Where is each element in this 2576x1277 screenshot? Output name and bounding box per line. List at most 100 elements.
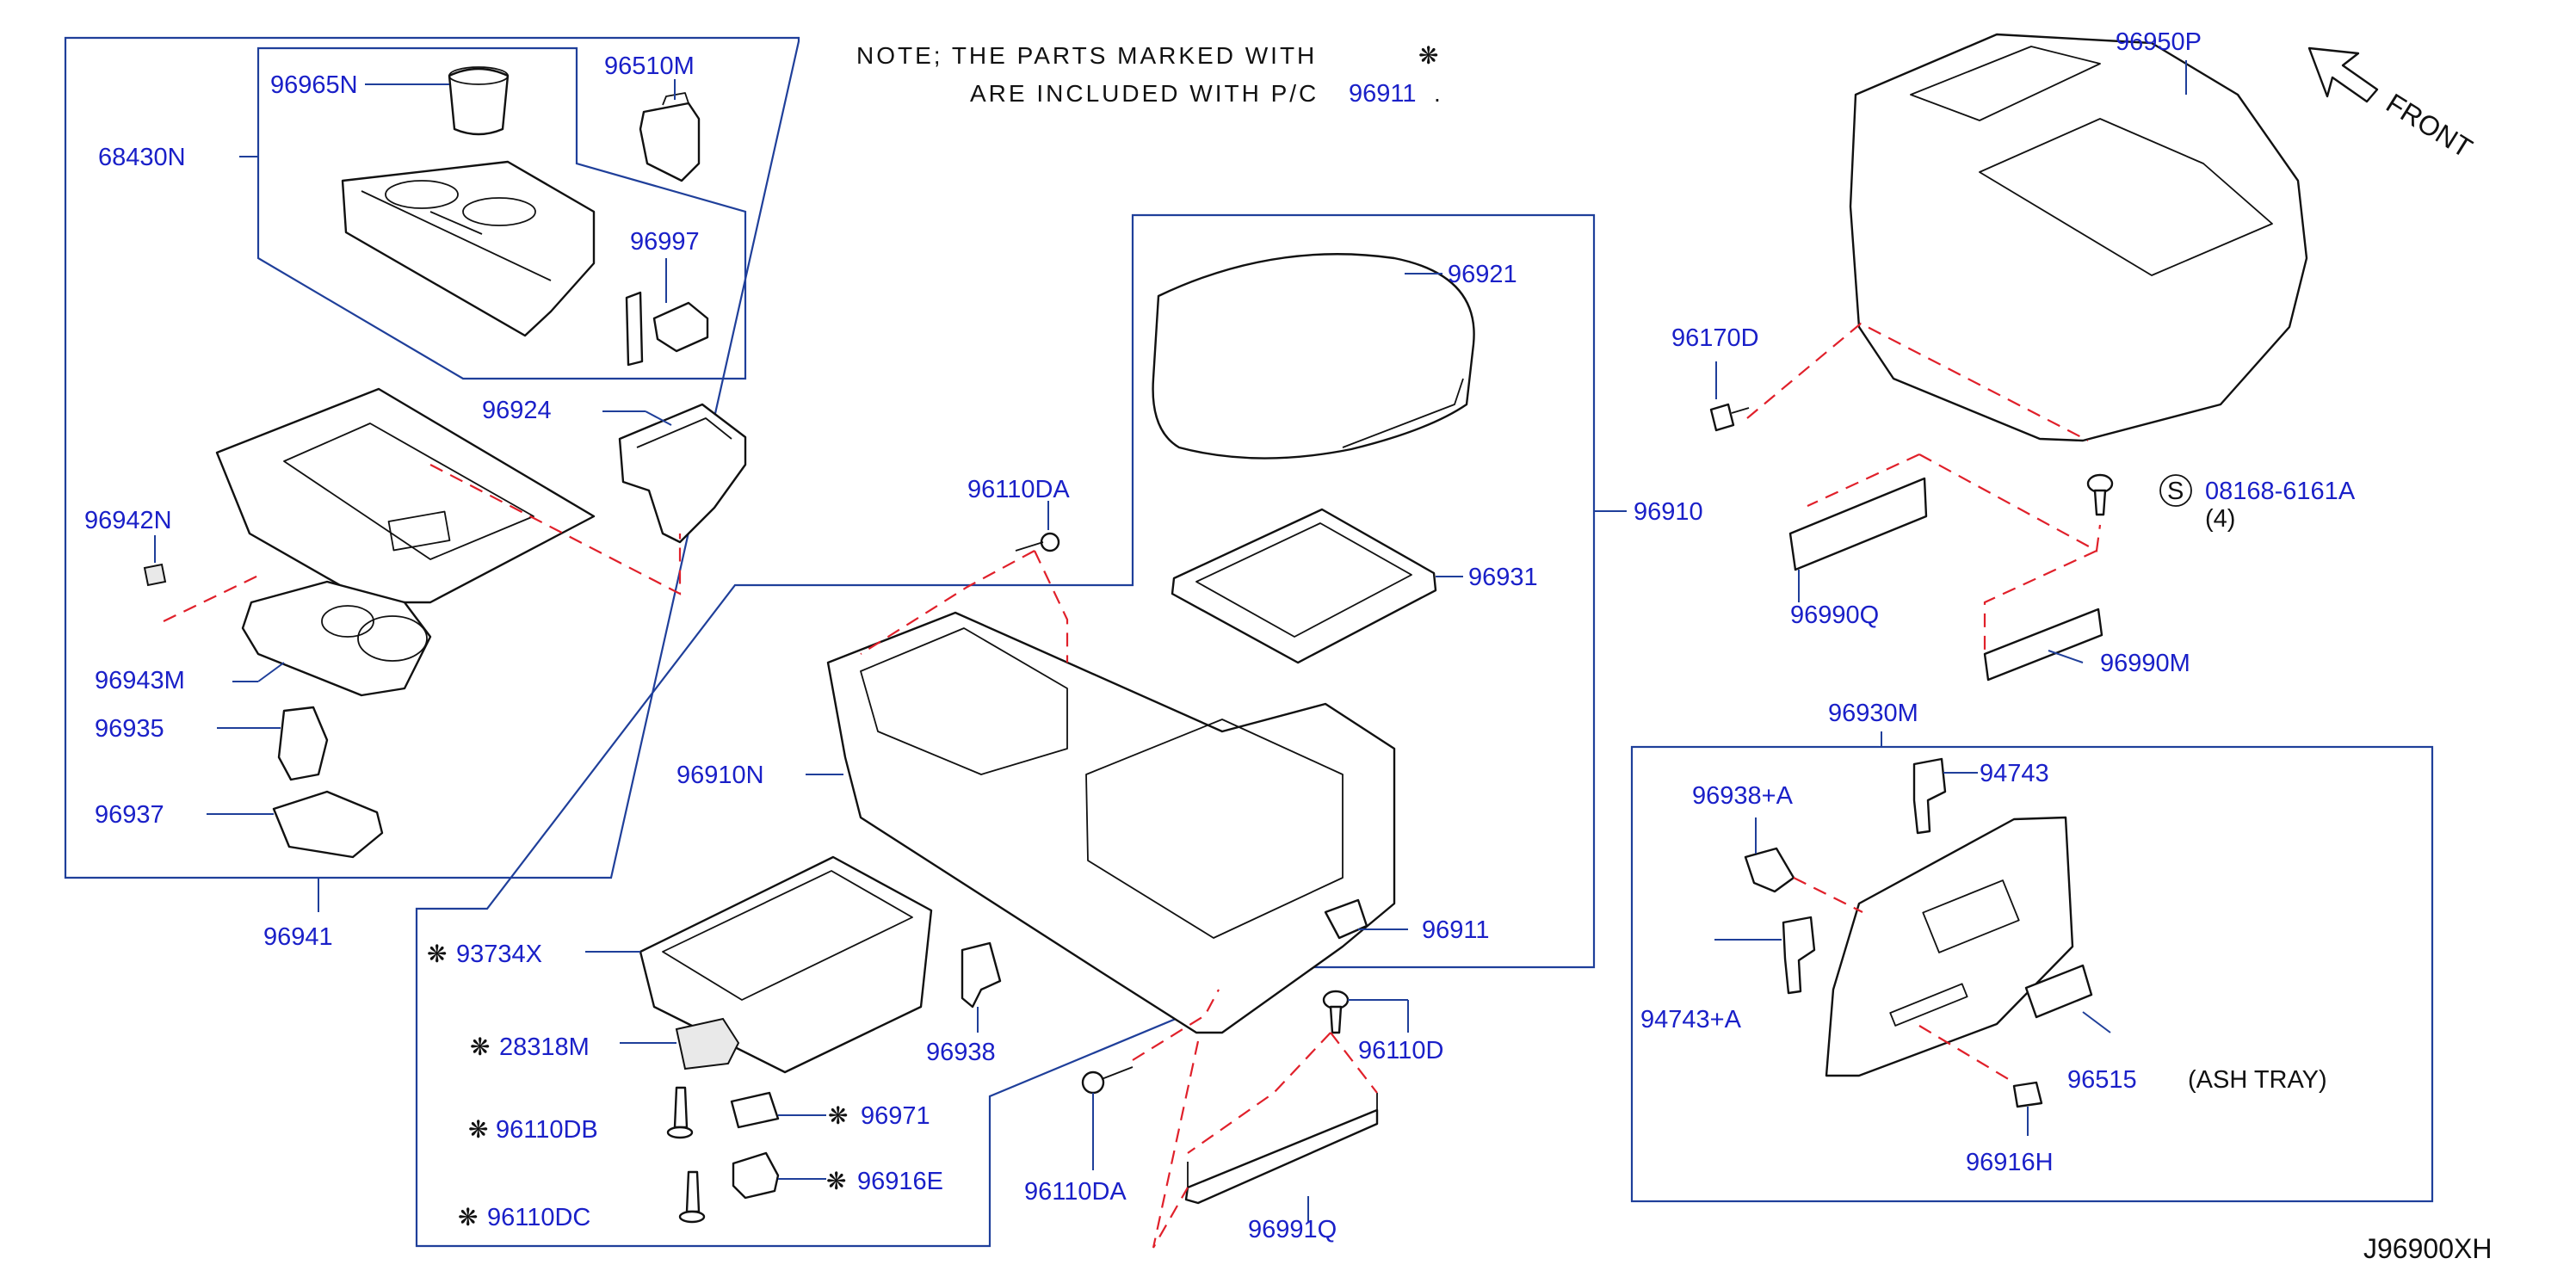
clip-94743[interactable]	[1912, 757, 1947, 835]
label-96910[interactable]: 96910	[1634, 498, 1703, 526]
label-96910N[interactable]: 96910N	[676, 762, 764, 789]
leader-96943Mb	[257, 662, 285, 682]
leader-96515	[2082, 1011, 2111, 1033]
note-block: NOTE; THE PARTS MARKED WITH ❋ ARE INCLUD…	[856, 41, 1443, 108]
label-96515[interactable]: 96515	[2067, 1066, 2137, 1094]
cover-96916E[interactable]	[732, 1151, 780, 1200]
label-96991Q[interactable]: 96991Q	[1248, 1216, 1337, 1243]
switch-96971[interactable]	[730, 1091, 780, 1129]
label-96935[interactable]: 96935	[95, 715, 164, 743]
screw-96110DA-bottom[interactable]	[1081, 1066, 1134, 1095]
label-96938A[interactable]: 96938+A	[1692, 782, 1794, 810]
leader-96990M	[2048, 650, 2084, 663]
screw-96110DA-top[interactable]	[1015, 532, 1060, 552]
label-96997[interactable]: 96997	[630, 228, 700, 256]
label-96110DA-top[interactable]: 96110DA	[967, 476, 1070, 503]
label-96916H[interactable]: 96916H	[1966, 1149, 2054, 1176]
boot-96935[interactable]	[277, 706, 329, 781]
cup-holder-96965N[interactable]	[448, 66, 510, 136]
box-96924[interactable]	[618, 403, 747, 544]
frame-68430N	[256, 46, 747, 380]
frame-96931[interactable]	[1171, 508, 1437, 664]
label-96916E[interactable]: 96916E	[857, 1168, 943, 1195]
screw-96110DB[interactable]	[666, 1086, 694, 1139]
label-96971[interactable]: 96971	[861, 1102, 930, 1130]
tray-insert[interactable]	[341, 160, 596, 337]
phantom-lines-right-bottom	[1793, 877, 2015, 1083]
label-96950P[interactable]: 96950P	[2116, 28, 2202, 56]
phantom-lines-center	[860, 550, 1378, 1249]
switch-96997[interactable]	[625, 291, 709, 367]
armrest-96950P[interactable]	[1849, 33, 2308, 442]
console-body-96910N[interactable]	[826, 611, 1396, 1034]
upper-panel[interactable]	[215, 387, 596, 604]
bracket-96990Q[interactable]	[1788, 477, 1928, 571]
ash-tray-note: (ASH TRAY)	[2188, 1066, 2327, 1094]
screw-96110DC[interactable]	[678, 1170, 706, 1224]
label-96965N[interactable]: 96965N	[270, 71, 358, 99]
label-96510M[interactable]: 96510M	[604, 52, 695, 80]
bracket-96911[interactable]	[1324, 898, 1368, 940]
label-96921[interactable]: 96921	[1448, 261, 1517, 288]
mark-93734X: ❋	[427, 940, 447, 968]
note-line-1: NOTE; THE PARTS MARKED WITH	[856, 42, 1317, 69]
bracket-96991Q[interactable]	[1184, 1093, 1379, 1205]
label-68430N[interactable]: 68430N	[98, 144, 186, 171]
label-96941[interactable]: 96941	[263, 923, 333, 951]
label-96938[interactable]: 96938	[926, 1039, 996, 1066]
label-96931[interactable]: 96931	[1468, 564, 1538, 591]
finisher-rear[interactable]	[1825, 816, 2074, 1077]
clip-96170D[interactable]	[1709, 403, 1750, 432]
label-96110DA-bottom[interactable]: 96110DA	[1024, 1178, 1127, 1206]
label-96110DB[interactable]: 96110DB	[496, 1116, 598, 1144]
bracket-96510M[interactable]	[639, 92, 701, 182]
clip-96942N[interactable]	[143, 563, 167, 587]
note-part-number[interactable]: 96911	[1349, 80, 1417, 108]
frame-96910	[415, 213, 1596, 1248]
diagram-reference-number: J96900XH	[2363, 1233, 2492, 1264]
label-96990Q[interactable]: 96990Q	[1790, 601, 1879, 629]
bolt-96110D[interactable]	[1322, 990, 1350, 1034]
label-96930M[interactable]: 96930M	[1828, 700, 1918, 727]
label-96943M[interactable]: 96943M	[95, 667, 185, 694]
quantity-08168-6161A: (4)	[2205, 505, 2235, 533]
bolt-08168-6161A[interactable]	[2086, 473, 2114, 516]
part-labels: 68430N 96965N 96510M 96997 96924 96942N …	[84, 28, 2356, 1243]
label-94743[interactable]: 94743	[1980, 760, 2049, 787]
finisher-96943M[interactable]	[241, 580, 432, 697]
bin-93734X[interactable]	[639, 855, 933, 1074]
phantom-lines-left	[163, 464, 682, 622]
finisher-96937[interactable]	[272, 790, 384, 859]
label-94743A[interactable]: 94743+A	[1640, 1006, 1742, 1033]
label-96170D[interactable]: 96170D	[1671, 324, 1759, 352]
clip-96938[interactable]	[961, 941, 1002, 1009]
note-period: .	[1434, 80, 1443, 107]
frame-96930M	[1630, 745, 2434, 1203]
bracket-96990M[interactable]	[1983, 608, 2103, 682]
mark-28318M: ❋	[470, 1033, 490, 1061]
note-mark: ❋	[1418, 41, 1438, 70]
label-96937[interactable]: 96937	[95, 801, 164, 829]
label-08168-6161A[interactable]: 08168-6161A	[2205, 478, 2356, 505]
connector-28318M[interactable]	[675, 1017, 740, 1070]
label-96942N[interactable]: 96942N	[84, 507, 172, 534]
mark-96916E: ❋	[826, 1167, 846, 1195]
label-96924[interactable]: 96924	[482, 397, 552, 424]
clip-94743A[interactable]	[1782, 916, 1816, 995]
label-96990M[interactable]: 96990M	[2100, 650, 2190, 677]
label-93734X[interactable]: 93734X	[456, 941, 542, 968]
label-96911[interactable]: 96911	[1422, 916, 1490, 944]
cover-96916H[interactable]	[2012, 1081, 2043, 1108]
mark-96110DB: ❋	[468, 1115, 488, 1144]
ash-tray-96515[interactable]	[2024, 964, 2093, 1019]
lid-96921[interactable]	[1152, 253, 1475, 460]
front-label: FRONT	[2381, 87, 2478, 163]
label-96110DC[interactable]: 96110DC	[487, 1204, 590, 1231]
s-symbol-circle	[2159, 474, 2192, 507]
leader-96924b	[645, 410, 672, 426]
label-28318M[interactable]: 28318M	[499, 1033, 590, 1061]
mark-96971: ❋	[828, 1101, 848, 1130]
s-symbol: S	[2167, 478, 2184, 505]
label-96110D[interactable]: 96110D	[1358, 1037, 1443, 1064]
clip-96938A[interactable]	[1744, 847, 1795, 893]
